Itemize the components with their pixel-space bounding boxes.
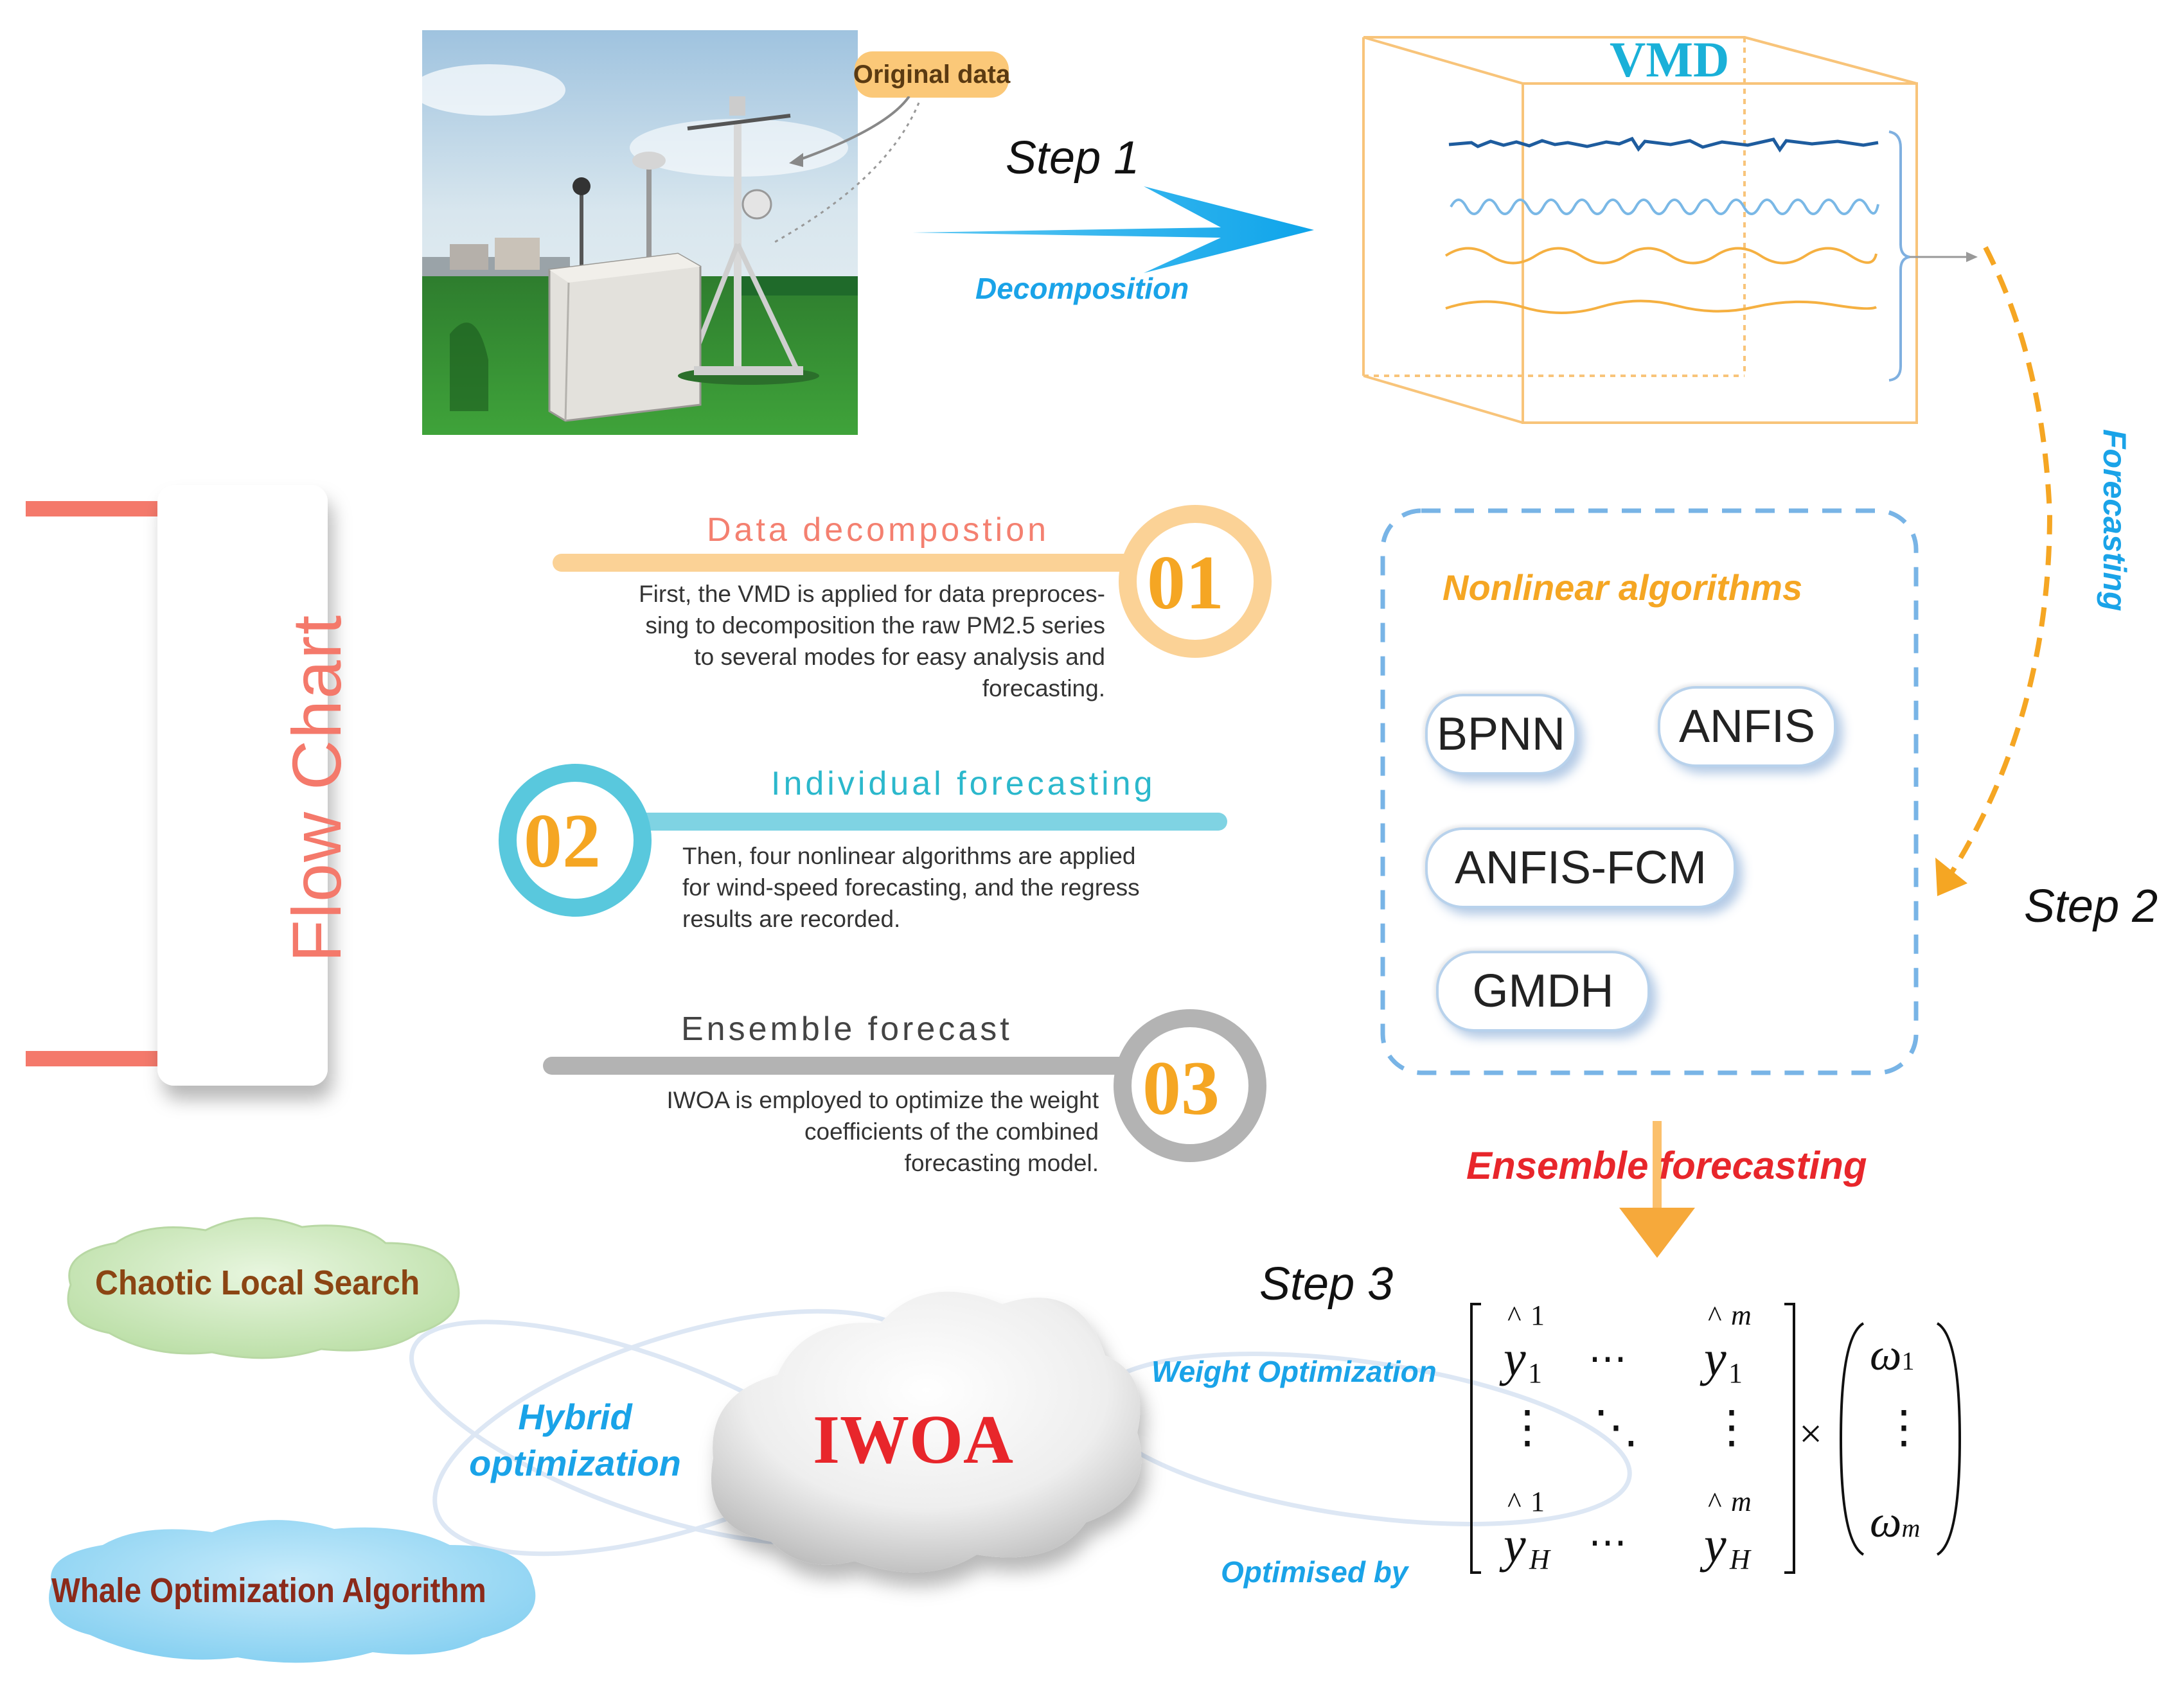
matrix-vdots: ⋮ [1505,1403,1550,1452]
stage-01-line: sing to decomposition the raw PM2.5 seri… [645,612,1105,639]
stage-01-line: First, the VMD is applied for data prepr… [639,581,1105,607]
flow-chart-panel [26,485,328,1086]
weight-matrix-equation: ^ 1 y 1 ⋯ ^ m y 1 ⋮ ⋱ ⋮ ^ 1 y H ⋯ ^ m y … [1504,1300,1926,1575]
original-data-callout: Original data [853,51,1010,98]
stage-03-line: forecasting model. [904,1150,1099,1176]
iwoa-title: IWOA [813,1402,1014,1478]
times-sign: × [1799,1411,1823,1456]
matrix-ddots: ⋱ [1594,1403,1638,1452]
stage-02-line: for wind-speed forecasting, and the regr… [682,874,1140,901]
whale-optimization-cloud [49,1520,536,1663]
matrix-brackets [1470,1303,1962,1574]
stage-03-line: IWOA is employed to optimize the weight [666,1087,1099,1113]
optimised-by-label: Optimised by [1221,1555,1408,1589]
stage-03-number: 03 [1142,1045,1220,1131]
forecasting-arrow [1935,246,2053,896]
callout-pointer [770,96,920,245]
stage-03-line: coefficients of the combined [804,1118,1099,1145]
stage-02-description: Then, four nonlinear algorithms are appl… [682,840,1248,935]
algorithm-gmdh: GMDH [1436,951,1650,1032]
stage-02-number: 02 [524,798,601,883]
ensemble-forecasting-label: Ensemble forecasting [1466,1144,1867,1187]
matrix-dots: ⋯ [1588,1521,1627,1564]
stage-01-title: Data decompostion [707,511,1050,549]
forecasting-label: Forecasting [2097,429,2133,612]
omega-m: ωm [1870,1497,1921,1547]
stage-01-line: to several modes for easy analysis and [694,644,1105,670]
weight-optimization-label: Weight Optimization [1151,1355,1437,1388]
stage-02-line: Then, four nonlinear algorithms are appl… [682,843,1136,869]
step-3-label: Step 3 [1259,1258,1394,1310]
vmd-title: VMD [1610,31,1730,87]
hybrid-line-1: Hybrid [518,1397,632,1437]
matrix-vdots: ⋮ [1709,1403,1754,1452]
stage-01-line: forecasting. [982,675,1105,701]
iwoa-cloud [711,1291,1142,1573]
algorithm-anfis-fcm: ANFIS-FCM [1425,827,1736,908]
chaotic-local-search-label: Chaotic Local Search [95,1264,420,1302]
stage-02-title: Individual forecasting [771,765,1156,802]
vmd-mode-signals [1444,130,1978,382]
step-1-label: Step 1 [1006,132,1140,184]
algorithm-bpnn: BPNN [1425,694,1577,775]
flow-chart-title: Flow Chart [278,613,355,962]
chaotic-local-search-cloud [67,1217,460,1359]
stage-03-graphic [543,1009,1266,1162]
decomposition-arrow [912,186,1314,273]
stage-01-description: First, the VMD is applied for data prepr… [553,578,1105,704]
nonlinear-box [1380,508,1919,1075]
stage-02-line: results are recorded. [682,906,901,932]
stage-03-title: Ensemble forecast [681,1010,1013,1048]
omega-1: ω1 [1870,1330,1915,1380]
stage-02-graphic [499,764,1227,917]
hybrid-optimization-label: Hybrid optimization [459,1394,691,1487]
omega-vdots: ⋮ [1881,1403,1926,1452]
monitoring-station-photo [411,30,858,435]
stage-01-graphic [553,505,1272,658]
decomposition-label: Decomposition [975,272,1189,305]
nonlinear-title: Nonlinear algorithms [1443,567,1803,608]
vmd-cube [1362,36,1918,424]
matrix-dots: ⋯ [1588,1337,1627,1380]
algorithm-anfis: ANFIS [1658,686,1836,767]
hybrid-line-2: optimization [469,1443,681,1483]
step-2-label: Step 2 [2024,881,2158,932]
ensemble-arrow [1619,1121,1695,1258]
stage-03-description: IWOA is employed to optimize the weight … [553,1084,1099,1179]
whale-optimization-label: Whale Optimization Algorithm [51,1571,486,1610]
stage-01-number: 01 [1147,540,1224,625]
